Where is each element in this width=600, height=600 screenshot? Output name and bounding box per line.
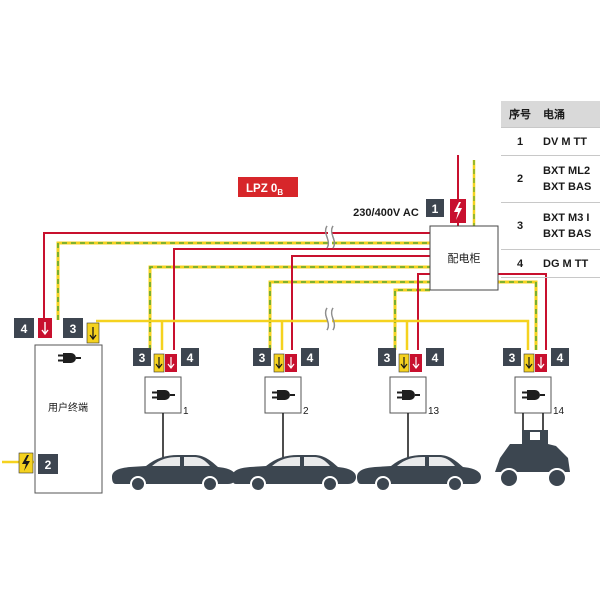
charger-number: 13: [428, 406, 440, 417]
down-arrow-icon: [275, 357, 283, 369]
charger-14: 3 4 14: [503, 348, 569, 432]
charger-1: 3 4 1: [111, 348, 237, 492]
down-arrow-icon: [287, 357, 295, 369]
terminal-right-number: 3: [70, 322, 77, 336]
charger-spd4-number: 4: [307, 351, 314, 365]
charger-number: 2: [303, 406, 309, 417]
zone-label: LPZ 0: [246, 183, 277, 195]
down-arrow-icon: [89, 327, 97, 341]
terminal-spd-4: 4: [14, 318, 52, 338]
charger-number: 1: [183, 406, 189, 417]
table-header-type: 电涌: [539, 101, 600, 128]
table-row: 1 DV M TT: [501, 127, 600, 156]
svg-text:LPZ 0B: LPZ 0B: [246, 183, 283, 197]
cabinet-label: 配电柜: [448, 252, 481, 265]
distribution-cabinet: [429, 225, 499, 291]
car: [356, 454, 482, 492]
scooter: [495, 430, 570, 488]
table-header-num: 序号: [501, 101, 539, 128]
cabinet-spd: 1: [426, 199, 466, 223]
table-row: 4 DG M TT: [501, 249, 600, 278]
zone-badge: LPZ 0B: [238, 177, 298, 197]
down-arrow-icon: [412, 357, 420, 369]
car: [231, 454, 357, 492]
terminal-spd-3: 3: [63, 318, 100, 344]
zone-subscript: B: [277, 188, 283, 197]
charger-13: 3 4 13: [356, 348, 482, 492]
down-arrow-icon: [41, 322, 49, 336]
charger-spd3-number: 3: [509, 351, 516, 365]
car: [111, 454, 237, 492]
cabinet-spd-number: 1: [432, 202, 439, 216]
supply-label: 230/400V AC: [353, 207, 419, 219]
charger-number: 14: [553, 406, 565, 417]
charger-spd4-number: 4: [432, 351, 439, 365]
lightning-icon: [22, 455, 30, 471]
lightning-icon: [454, 202, 462, 220]
charger-spd4-number: 4: [557, 351, 564, 365]
terminal-bottom-number: 2: [45, 458, 52, 472]
terminal-spd-2: 2: [18, 452, 58, 474]
charger-2: 3 4 2: [231, 348, 357, 492]
terminal-label: 用户终端: [48, 401, 88, 414]
down-arrow-icon: [525, 357, 533, 369]
charger-spd3-number: 3: [384, 351, 391, 365]
charger-spd3-number: 3: [259, 351, 266, 365]
down-arrow-icon: [400, 357, 408, 369]
earth-conductors: [56, 241, 538, 350]
charger-spd3-number: 3: [139, 351, 146, 365]
down-arrow-icon: [155, 357, 163, 369]
down-arrow-icon: [537, 357, 545, 369]
signal-line: [2, 319, 530, 464]
down-arrow-icon: [167, 357, 175, 369]
charger-spd4-number: 4: [187, 351, 194, 365]
terminal-left-number: 4: [21, 322, 28, 336]
